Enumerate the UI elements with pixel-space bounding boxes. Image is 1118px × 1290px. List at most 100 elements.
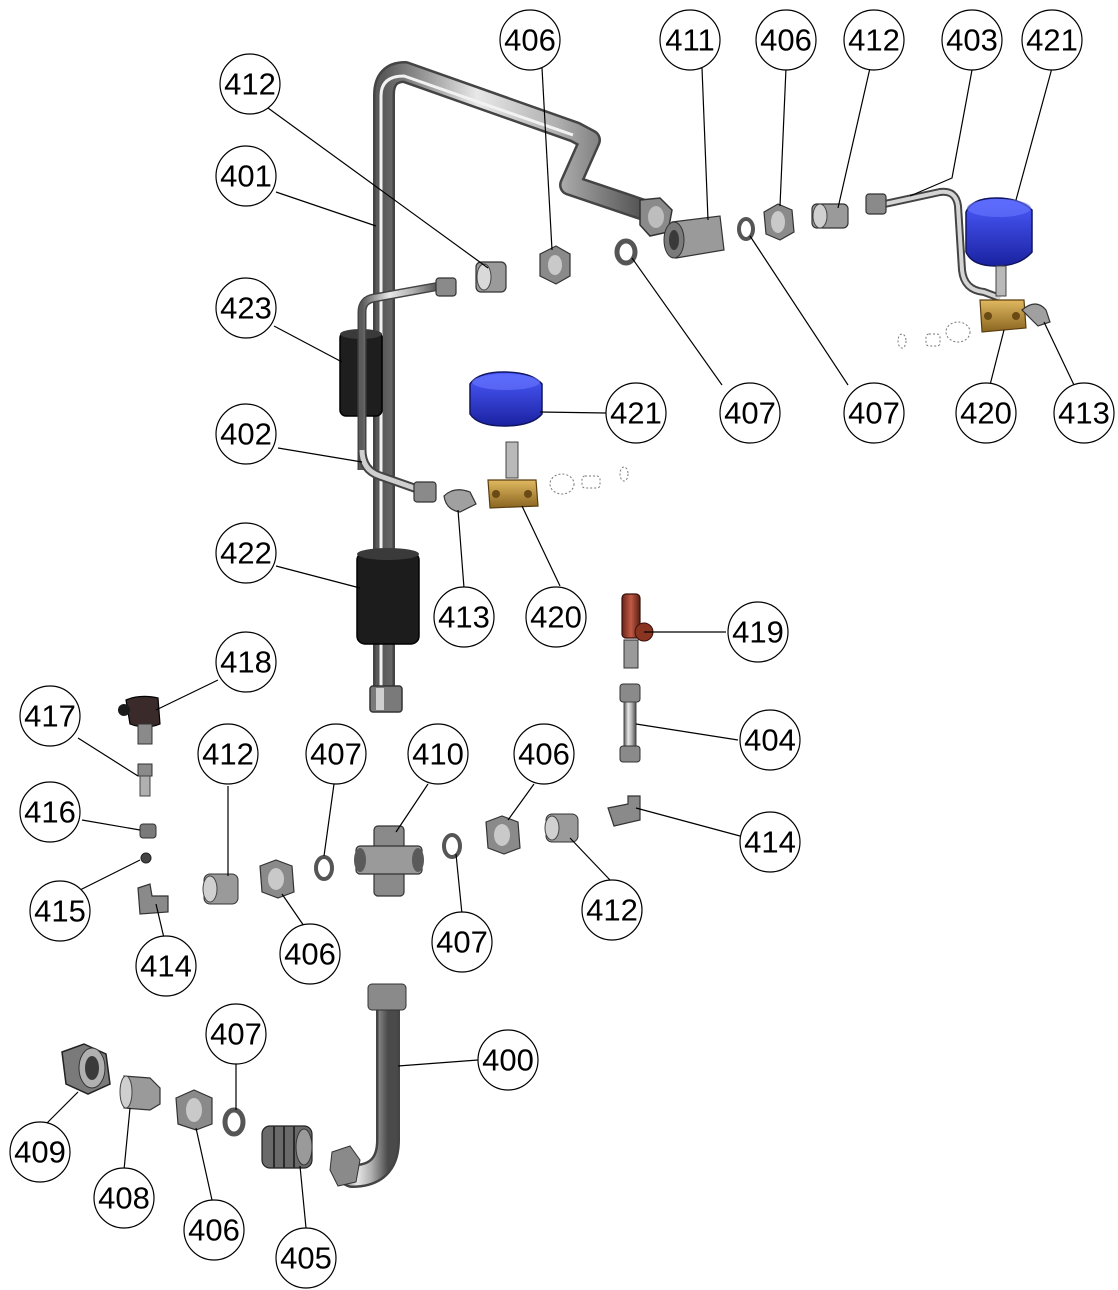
leader-407c <box>323 783 335 857</box>
callout-414: 414 <box>135 935 197 997</box>
callout-label: 417 <box>24 699 76 734</box>
callout-417: 417 <box>19 685 81 747</box>
callout-label: 419 <box>732 615 784 650</box>
callout-label: 412 <box>586 893 638 928</box>
callout-409: 409 <box>9 1121 71 1183</box>
callout-412: 412 <box>581 879 643 941</box>
callout-circle <box>719 382 781 444</box>
part-406-nut-right <box>763 203 795 241</box>
part-401-main-tube <box>369 61 673 713</box>
leader-406b <box>779 67 787 207</box>
callout-label: 416 <box>24 795 76 830</box>
callout-label: 414 <box>744 825 796 860</box>
callout-circle <box>215 403 277 465</box>
callout-416: 416 <box>19 781 81 843</box>
callout-419: 419 <box>727 601 789 663</box>
leader-422 <box>275 565 361 589</box>
callout-406: 406 <box>183 1199 245 1261</box>
part-407-ring-middle-lower <box>442 833 462 859</box>
callout-407: 407 <box>431 911 493 973</box>
part-406-nut-middle-lower <box>485 815 521 855</box>
part-413-elbow-middle <box>443 489 477 513</box>
callout-408: 408 <box>93 1167 155 1229</box>
leader-414a <box>635 807 741 837</box>
callout-label: 420 <box>960 396 1012 431</box>
callout-label: 415 <box>34 894 86 929</box>
callout-413: 413 <box>1053 382 1115 444</box>
callout-circle <box>29 880 91 942</box>
part-412-adapter-right <box>811 203 849 229</box>
callout-406: 406 <box>279 923 341 985</box>
part-413-elbow-right <box>1021 303 1051 327</box>
callout-circle <box>275 1227 337 1289</box>
callout-401: 401 <box>215 145 277 207</box>
callout-406: 406 <box>499 9 561 71</box>
callout-circle <box>279 923 341 985</box>
callout-label: 407 <box>210 1017 262 1052</box>
leader-413a <box>1043 321 1075 386</box>
part-415-washer <box>140 852 152 864</box>
callout-circle <box>19 781 81 843</box>
callout-label: 406 <box>504 23 556 58</box>
leader-412a <box>837 67 871 209</box>
ghost-fittings-middle <box>549 466 629 495</box>
part-411-sleeve <box>663 215 725 259</box>
callout-label: 406 <box>518 737 570 772</box>
callout-label: 408 <box>98 1181 150 1216</box>
callout-label: 410 <box>412 737 464 772</box>
callout-400: 400 <box>477 1029 539 1091</box>
callout-406: 406 <box>513 723 575 785</box>
part-406-nut-bottom <box>175 1089 213 1131</box>
callout-label: 412 <box>224 67 276 102</box>
callout-circle <box>215 522 277 584</box>
callout-circle <box>499 9 561 71</box>
callout-circle <box>605 382 667 444</box>
part-408-reducer <box>119 1075 161 1111</box>
part-412-adapter-middle-lower <box>544 813 579 843</box>
callout-423: 423 <box>215 277 277 339</box>
leader-412d <box>569 837 611 881</box>
callout-label: 407 <box>310 737 362 772</box>
callout-411: 411 <box>659 9 721 71</box>
callout-circle <box>581 879 643 941</box>
callout-label: 406 <box>760 23 812 58</box>
callout-circle <box>843 382 905 444</box>
callout-label: 402 <box>220 417 272 452</box>
callout-label: 407 <box>848 396 900 431</box>
callout-label: 422 <box>220 536 272 571</box>
callout-circle <box>755 9 817 71</box>
callout-circle <box>215 145 277 207</box>
part-403-small-tube <box>865 187 1002 302</box>
callout-label: 406 <box>284 937 336 972</box>
callout-420: 420 <box>525 586 587 648</box>
callout-circle <box>19 685 81 747</box>
leader-403 <box>909 69 973 197</box>
leader-410 <box>395 783 429 833</box>
callout-circle <box>739 709 801 771</box>
callout-413: 413 <box>433 586 495 648</box>
leader-407d <box>455 853 463 915</box>
callout-circle <box>183 1199 245 1261</box>
callout-circle <box>477 1029 539 1091</box>
leader-421a <box>1015 67 1053 201</box>
leader-411 <box>701 67 709 221</box>
callout-label: 405 <box>280 1241 332 1276</box>
callout-407: 407 <box>843 382 905 444</box>
callout-414: 414 <box>739 811 801 873</box>
part-421-knob-right <box>965 197 1033 267</box>
leader-417 <box>77 737 139 777</box>
leader-406c <box>507 783 535 821</box>
leader-418 <box>155 679 219 711</box>
callout-label: 414 <box>140 949 192 984</box>
callout-circle <box>407 723 469 785</box>
callout-403: 403 <box>941 9 1003 71</box>
callout-402: 402 <box>215 403 277 465</box>
callout-label: 412 <box>848 23 900 58</box>
callout-circle <box>205 1003 267 1065</box>
part-414-elbow-left <box>137 883 169 915</box>
callout-circle <box>433 586 495 648</box>
part-405-threaded-fitting <box>261 1125 313 1169</box>
callout-circle <box>431 911 493 973</box>
leader-406a <box>541 67 553 251</box>
part-419-valve-red <box>621 593 654 669</box>
